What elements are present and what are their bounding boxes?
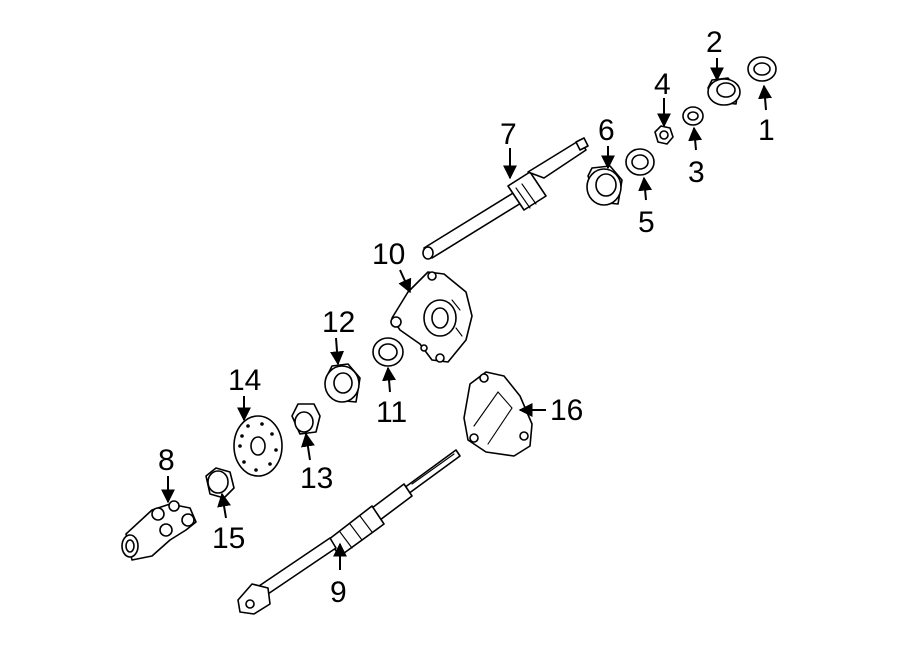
callout-16: 16 xyxy=(550,394,583,427)
part-5-ring xyxy=(625,148,655,176)
arrow-3 xyxy=(688,126,703,151)
part-7-upper-shaft xyxy=(422,137,589,260)
callout-3: 3 xyxy=(688,156,705,189)
arrow-1 xyxy=(758,84,773,111)
callout-13: 13 xyxy=(300,462,333,495)
callout-2: 2 xyxy=(706,26,723,59)
arrow-11 xyxy=(382,366,397,393)
part-10-housing xyxy=(390,271,473,363)
callout-arrows xyxy=(161,58,773,570)
part-1-bearing-ring xyxy=(747,56,777,82)
arrow-10 xyxy=(398,269,412,294)
part-4-nut xyxy=(654,125,674,145)
callout-1: 1 xyxy=(758,114,775,147)
callout-12: 12 xyxy=(322,306,355,339)
callout-15: 15 xyxy=(212,522,245,555)
part-6-bearing xyxy=(586,165,623,206)
part-12-bearing xyxy=(324,363,361,403)
callout-9: 9 xyxy=(330,576,347,609)
callout-labels: 1 2 3 4 5 6 7 8 9 10 11 12 13 14 15 16 xyxy=(158,26,775,609)
arrow-5 xyxy=(638,176,653,201)
part-9-lower-shaft xyxy=(237,449,461,615)
arrow-13 xyxy=(300,432,315,461)
part-8-u-joint xyxy=(121,500,197,561)
callout-14: 14 xyxy=(228,364,261,397)
callout-10: 10 xyxy=(372,238,405,271)
disc-holes xyxy=(238,422,278,472)
arrow-12 xyxy=(330,337,345,366)
part-16-cover-plate xyxy=(463,371,533,457)
callout-7: 7 xyxy=(500,118,517,151)
part-13-bushing xyxy=(291,403,321,435)
part-3-washer xyxy=(682,106,704,126)
callout-4: 4 xyxy=(654,68,671,101)
callout-11: 11 xyxy=(376,396,407,429)
part-2-bushing xyxy=(707,77,741,106)
callout-6: 6 xyxy=(598,114,615,147)
part-14-disc xyxy=(233,415,283,477)
part-11-seal xyxy=(372,337,404,367)
callout-5: 5 xyxy=(638,206,655,239)
callout-8: 8 xyxy=(158,444,175,477)
arrow-15 xyxy=(217,492,231,519)
part-15-bushing xyxy=(205,467,235,499)
